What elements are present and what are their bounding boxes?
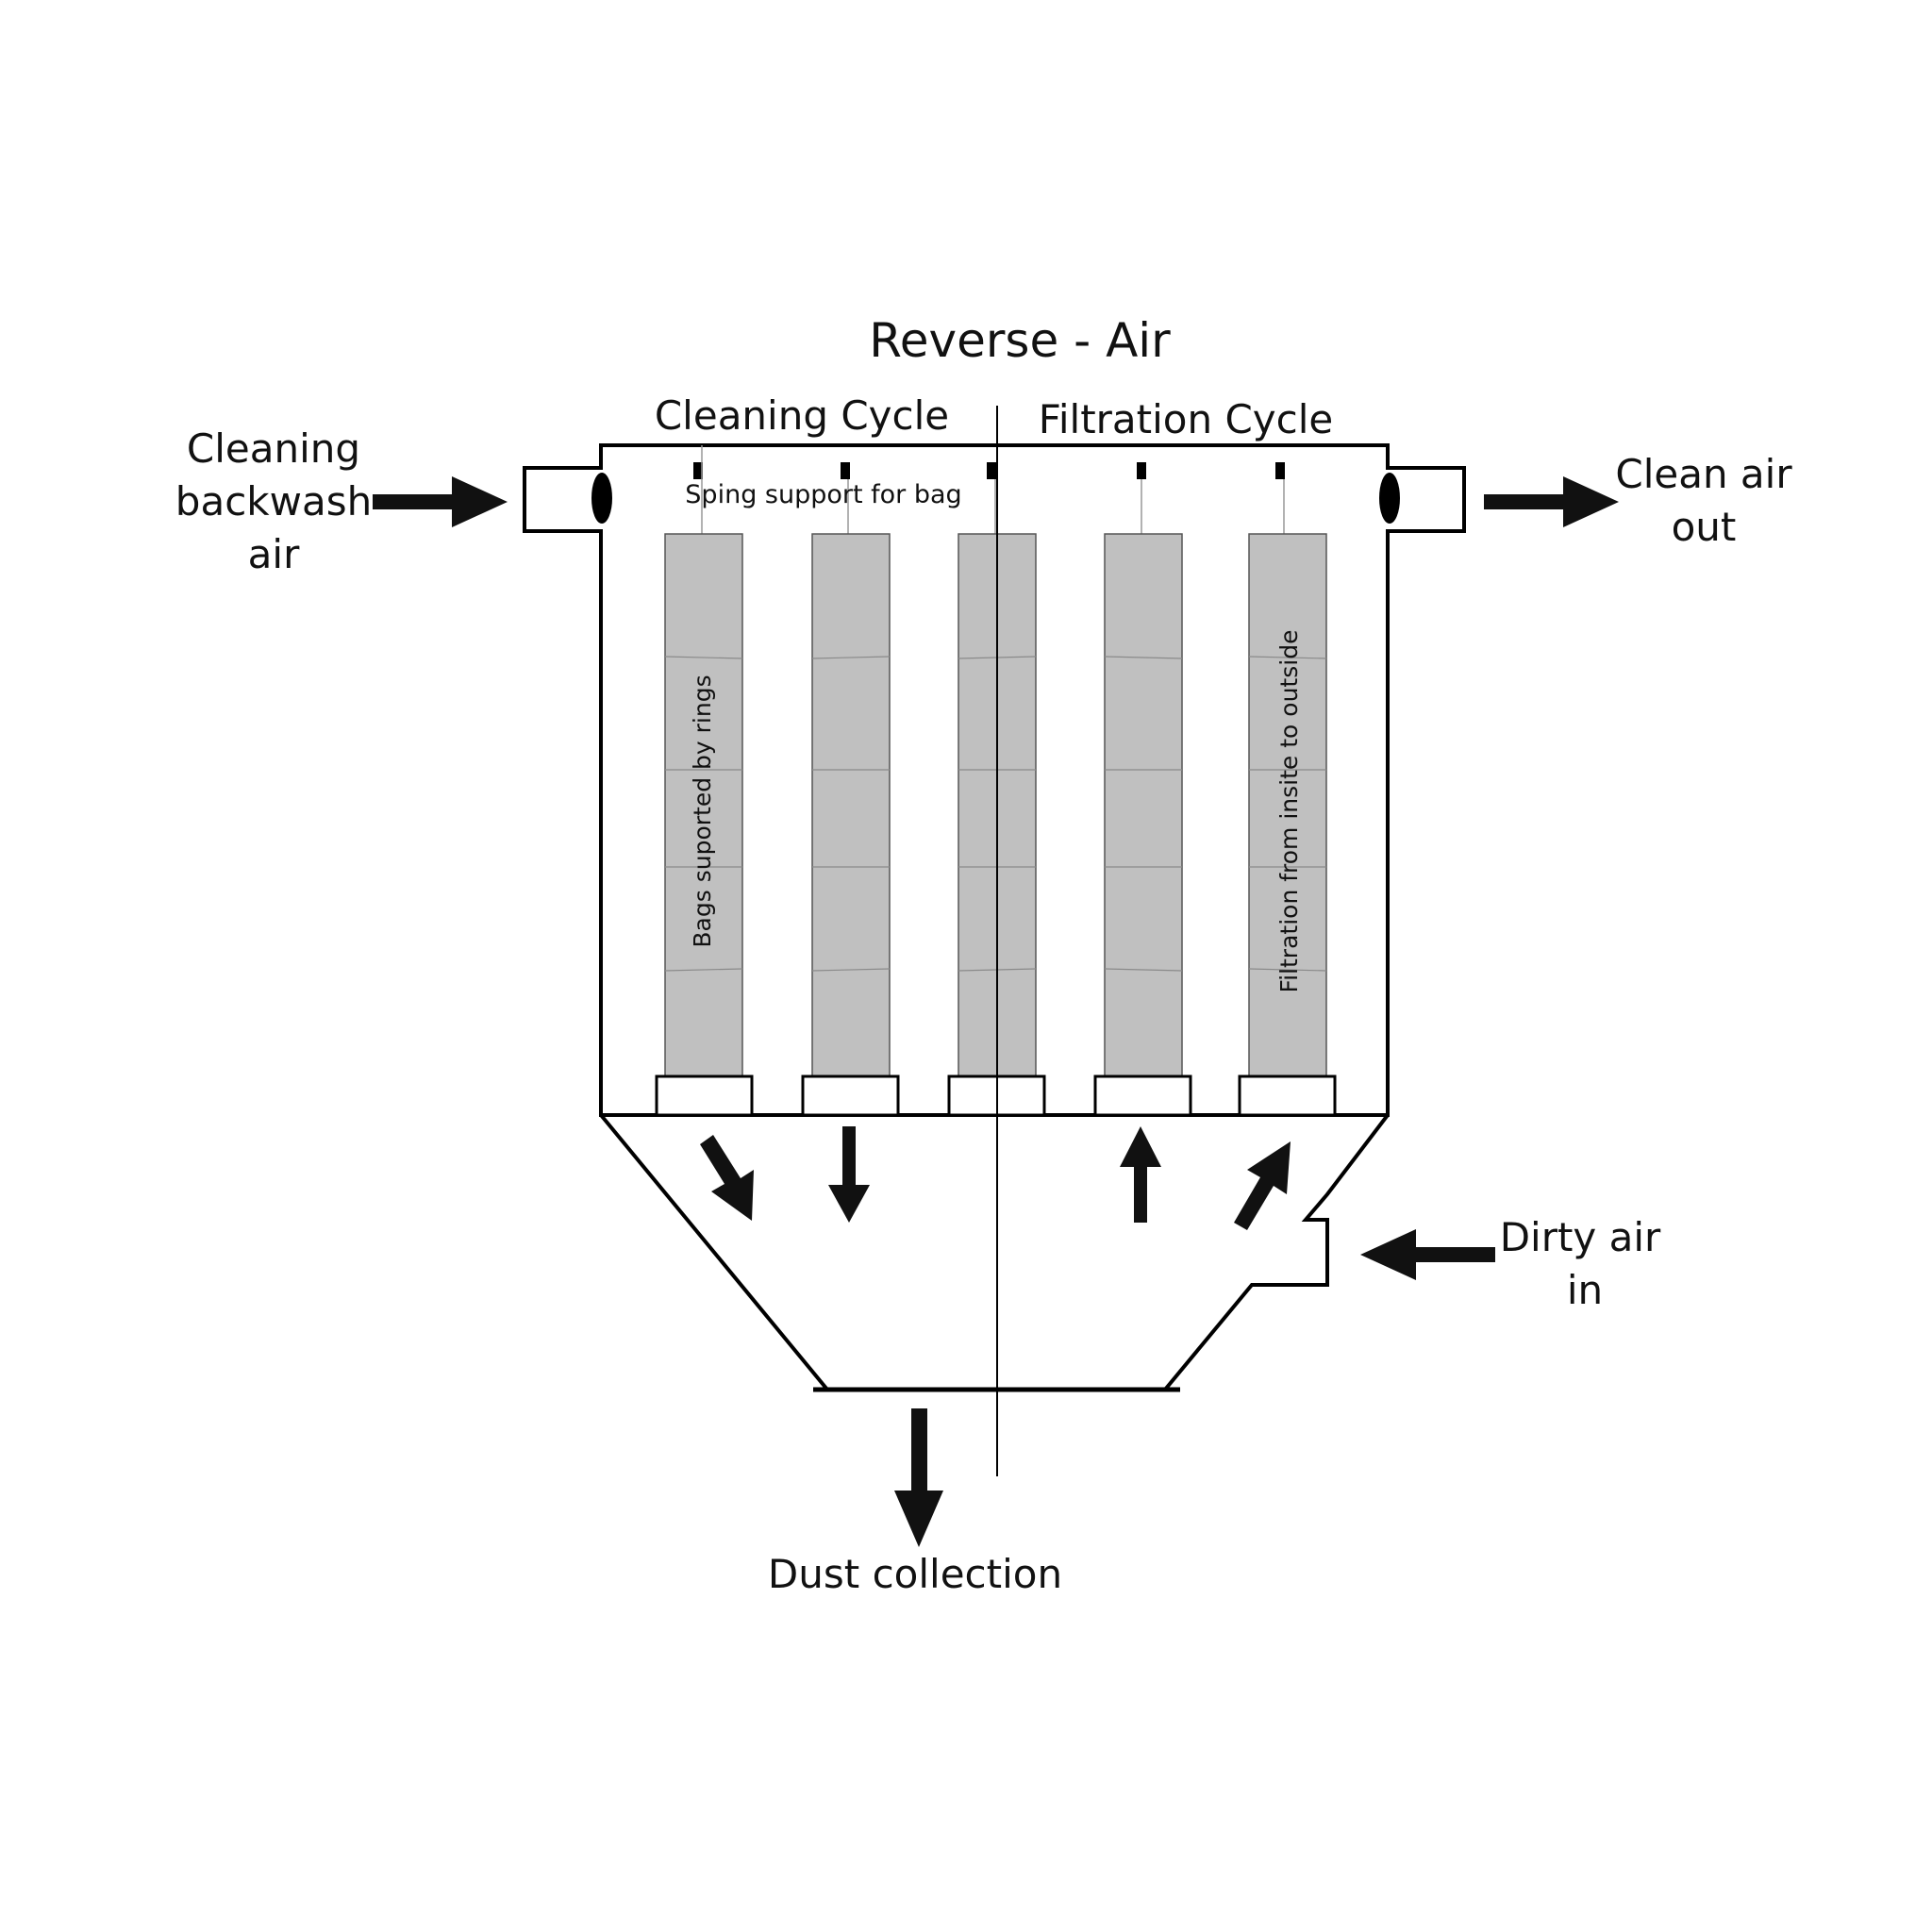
- bag-thimble-2: [801, 1074, 900, 1117]
- bag-thimble-5: [1238, 1074, 1337, 1117]
- filtration-up-arrow-1: [1120, 1126, 1161, 1223]
- flow-arrows: [373, 476, 1619, 1547]
- outlet-damper-valve: [1379, 473, 1400, 524]
- spring-hook-3: [987, 462, 996, 479]
- filter-bag-2: [811, 533, 891, 1077]
- dirty-air-inlet-arrow: [1360, 1229, 1495, 1280]
- bag-rings-label: Bags suported by rings: [689, 675, 716, 947]
- backwash-air-label: Cleaning backwash air: [175, 425, 372, 577]
- filtration-direction-label: Filtration from insite to outside: [1275, 630, 1303, 993]
- filter-bag-5: [1248, 533, 1327, 1077]
- cleaning-down-arrow-1: [700, 1135, 754, 1221]
- backwash-inlet-arrow: [373, 476, 508, 527]
- backwash-damper-valve: [591, 473, 612, 524]
- bag-thimble-4: [1093, 1074, 1192, 1117]
- filter-bags: [655, 533, 1337, 1117]
- support-rings: [664, 656, 1327, 972]
- filtration-up-arrow-2: [1234, 1141, 1291, 1230]
- diagram-title: Reverse - Air: [869, 313, 1171, 368]
- dust-collection-label: Dust collection: [768, 1551, 1062, 1597]
- filtration-cycle-label: Filtration Cycle: [1039, 396, 1334, 442]
- spring-hook-5: [1275, 462, 1285, 479]
- backwash-inlet-duct: [523, 466, 603, 533]
- dirty-air-label-line-1: Dirty air: [1500, 1214, 1661, 1260]
- filter-bag-4: [1104, 533, 1183, 1077]
- spring-hook-2: [841, 462, 850, 479]
- clean-air-outlet-duct: [1386, 466, 1466, 533]
- clean-air-label-line-1: Clean air: [1615, 451, 1792, 497]
- filter-bag-1: [664, 533, 743, 1077]
- backwash-label-line-3: air: [248, 531, 300, 577]
- dust-collection-arrow: [894, 1408, 943, 1547]
- spring-supports: [693, 445, 1285, 534]
- spring-hook-1: [693, 462, 703, 479]
- bag-thimble-1: [655, 1074, 754, 1117]
- clean-air-label-line-2: out: [1672, 504, 1737, 550]
- clean-air-out-label: Clean air out: [1615, 451, 1792, 550]
- dirty-air-label-line-2: in: [1567, 1267, 1603, 1313]
- cleaning-cycle-label: Cleaning Cycle: [655, 392, 949, 439]
- spring-support-label: Sping support for bag: [685, 480, 961, 509]
- cleaning-down-arrow-2: [828, 1126, 870, 1223]
- dirty-air-in-label: Dirty air in: [1500, 1214, 1661, 1313]
- backwash-label-line-2: backwash: [175, 478, 372, 525]
- spring-hook-4: [1137, 462, 1146, 479]
- clean-air-outlet-arrow: [1484, 476, 1619, 527]
- backwash-label-line-1: Cleaning: [187, 425, 360, 472]
